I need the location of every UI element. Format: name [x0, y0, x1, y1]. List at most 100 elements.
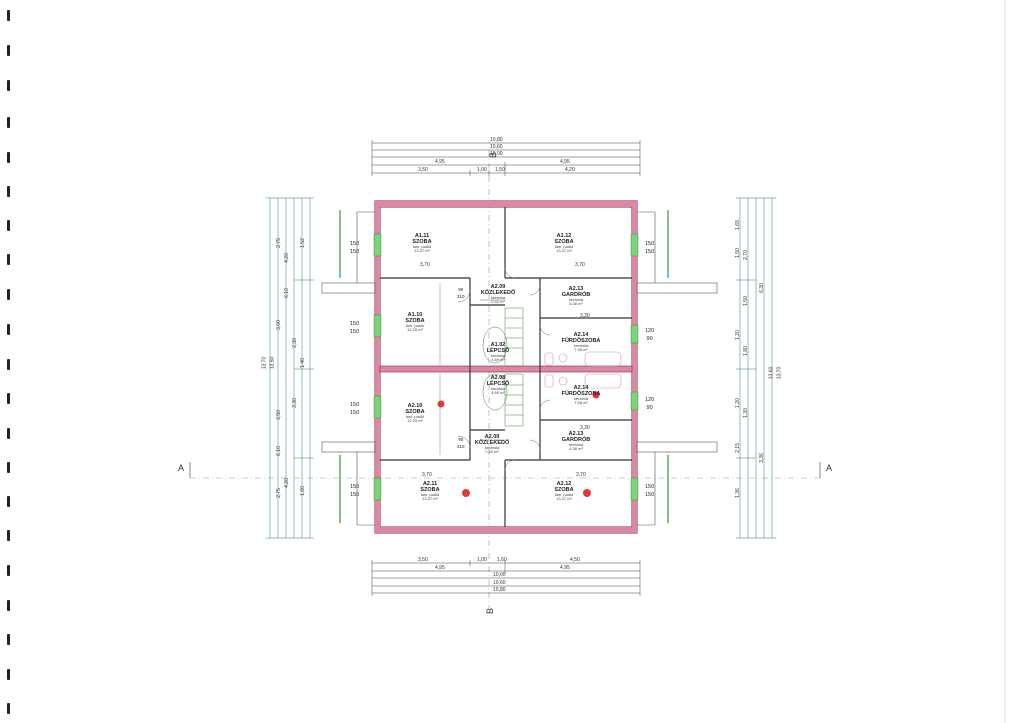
binder-hole — [7, 634, 10, 645]
dim-label: 2,30 — [291, 338, 298, 348]
binder-hole — [7, 152, 10, 163]
section-marker-b: B — [485, 607, 496, 615]
binder-hole — [7, 669, 10, 680]
binder-hole — [7, 600, 10, 611]
dim-label: 1,36 — [734, 488, 741, 498]
binder-hole — [7, 703, 10, 714]
binder-hole — [7, 462, 10, 473]
dim-label: 1,20 — [734, 398, 741, 408]
dim-label: 1,00 — [477, 167, 487, 173]
binder-hole — [7, 393, 10, 404]
dim-label: 13,70 — [776, 366, 783, 380]
dim-label: 4,95 — [435, 565, 445, 571]
binder-hole — [7, 45, 10, 56]
binder-hole — [7, 10, 10, 21]
dim-label: 3,70 — [422, 472, 432, 478]
dim-label: 3,30 — [580, 313, 590, 319]
dim-label: 3,30 — [291, 398, 298, 408]
dim-label: 4,95 — [560, 159, 570, 165]
dim-label: 2,70 — [742, 250, 749, 260]
binder-hole — [7, 80, 10, 91]
dim-label: 3,00 — [275, 320, 282, 330]
dim-label: 1,50 — [495, 167, 505, 173]
dim-label: 10,00 — [493, 572, 506, 578]
binder-hole — [7, 117, 10, 128]
dim-label: 3,50 — [275, 410, 282, 420]
dim-label: 1,60 — [299, 486, 306, 496]
dim-label: 1,00 — [477, 557, 487, 563]
dim-label: 3,50 — [418, 557, 428, 563]
dim-label: 1,50 — [734, 248, 741, 258]
section-marker-b: B — [488, 151, 499, 159]
dim-label: 1,30 — [742, 408, 749, 418]
dim-label: 2,15 — [734, 443, 741, 453]
dim-label: 10,60 — [490, 144, 503, 150]
binder-hole — [7, 324, 10, 335]
dim-label: 13,70 — [261, 356, 268, 370]
dim-label: 13,60 — [768, 366, 775, 380]
dim-label: 4,20 — [283, 253, 290, 263]
dim-label: 10,60 — [493, 580, 506, 586]
binder-hole — [7, 289, 10, 300]
binder-hole — [7, 254, 10, 265]
binder-hole — [7, 496, 10, 507]
section-marker-a: A — [826, 463, 833, 473]
dim-label: 3,50 — [418, 167, 428, 173]
dim-label: 3,36 — [758, 453, 765, 463]
binder-hole — [7, 220, 10, 231]
dim-label: 1,60 — [497, 557, 507, 563]
binder-hole — [7, 565, 10, 576]
dim-label: 1,65 — [734, 220, 741, 230]
dim-label: 1,40 — [299, 358, 306, 368]
dim-label: 3,30 — [580, 425, 590, 431]
binder-hole — [7, 359, 10, 370]
dim-label: 1,80 — [742, 346, 749, 356]
dim-label: 4,20 — [565, 167, 575, 173]
dim-label: 13,50 — [269, 356, 276, 370]
dim-label: 3,70 — [575, 262, 585, 268]
dim-label: 10,80 — [493, 587, 506, 593]
dim-label: 3,70 — [420, 262, 430, 268]
dim-label: 4,20 — [283, 478, 290, 488]
binder-hole — [7, 530, 10, 541]
binder-hole — [7, 428, 10, 439]
dim-label: 4,95 — [435, 159, 445, 165]
dim-label: 6,10 — [283, 288, 290, 298]
dim-label: 3,70 — [576, 472, 586, 478]
dim-label: 10,00 — [490, 151, 503, 157]
dim-label: 4,95 — [560, 565, 570, 571]
dim-label: 1,52 — [299, 238, 306, 248]
dim-label: 4,50 — [570, 557, 580, 563]
dim-label: 6,10 — [275, 446, 282, 456]
dim-label: 2,75 — [275, 488, 282, 498]
dim-label: 6,30 — [758, 283, 765, 293]
dim-label: 1,50 — [742, 296, 749, 306]
binder-hole — [7, 186, 10, 197]
dim-label: 10,80 — [490, 137, 503, 143]
